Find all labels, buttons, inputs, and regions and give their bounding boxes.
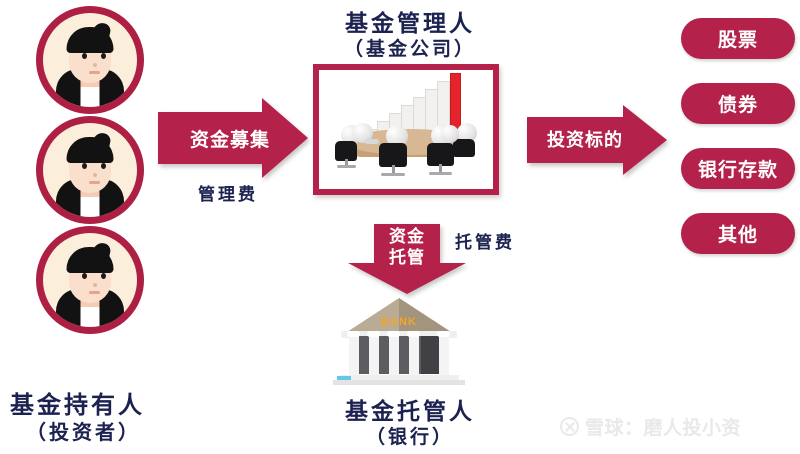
avatar-eye-right: [101, 53, 106, 59]
bank-column: [409, 334, 419, 376]
custody-fee-label: 托管费: [455, 233, 515, 252]
bank-capital: [437, 331, 450, 337]
avatar-nose: [93, 173, 97, 177]
bank-capital: [387, 331, 400, 337]
avatar-eye-left: [82, 53, 87, 59]
target-pill-deposits[interactable]: 银行存款: [681, 148, 795, 189]
target-pill-label: 债券: [717, 95, 758, 116]
bank-column: [439, 334, 449, 376]
fund-custodian-subtitle: （银行）: [365, 427, 454, 448]
bank-capital: [347, 331, 360, 337]
avatar-mouth: [89, 181, 100, 184]
fund-custody-label: 资金 托管: [348, 226, 466, 268]
bank-sign-text: BANK: [381, 316, 417, 328]
bank-capital: [367, 331, 380, 337]
fund-manager-photo-frame: [313, 64, 499, 195]
target-pill-others[interactable]: 其他: [681, 213, 795, 254]
fund-raising-arrow: [158, 98, 308, 178]
meeting-person: [375, 125, 415, 181]
meeting-person: [333, 125, 367, 171]
avatar-nose: [93, 63, 97, 67]
arrow-shaft: [374, 224, 440, 264]
investor-avatar: [36, 116, 144, 224]
fund-custody-arrow: 资金 托管: [348, 224, 466, 294]
avatar-eye-right: [101, 273, 106, 279]
investor-avatar: [36, 6, 144, 114]
fund-holder-subtitle: （投资者）: [26, 422, 141, 444]
investor-avatar: [36, 226, 144, 334]
investment-target-label: 投资标的: [547, 130, 623, 150]
target-pill-label: 银行存款: [697, 160, 778, 181]
avatar-nose: [93, 283, 97, 287]
watermark: 雪球：磨人投小资: [560, 413, 741, 440]
fund-manager-title: 基金管理人: [345, 10, 475, 36]
watermark-text: 雪球：磨人投小资: [585, 418, 742, 439]
fund-holder-title: 基金持有人: [10, 392, 145, 419]
fund-custody-label-line1: 资金: [389, 227, 425, 246]
bank-icon: BANK: [333, 298, 465, 386]
avatar-mouth: [89, 291, 100, 294]
meeting-person: [453, 123, 487, 167]
management-fee-label: 管理费: [198, 185, 258, 204]
arrow-head: [348, 263, 466, 294]
bank-accent: [337, 376, 351, 380]
fund-raising-label: 资金募集: [189, 130, 270, 151]
meeting-person: [347, 123, 379, 163]
avatar-eye-right: [101, 163, 106, 169]
boardroom-illustration: [319, 70, 493, 189]
bank-column: [349, 334, 359, 376]
investment-target-arrow: [527, 105, 667, 175]
avatar-eye-left: [82, 163, 87, 169]
avatar-eye-left: [82, 273, 87, 279]
avatar-mouth: [89, 71, 100, 74]
target-pill-bonds[interactable]: 债券: [681, 83, 795, 124]
bank-plinth: [333, 380, 465, 385]
fund-custody-label-line2: 托管: [389, 248, 425, 267]
bank-base: [339, 375, 459, 381]
bank-column: [389, 334, 399, 376]
target-pill-label: 其他: [717, 225, 758, 246]
xueqiu-logo-icon: [560, 417, 579, 436]
avatar-hair: [66, 27, 114, 53]
bank-capital: [407, 331, 420, 337]
target-pill-stocks[interactable]: 股票: [681, 18, 795, 59]
meeting-person: [439, 125, 465, 161]
fund-custodian-title: 基金托管人: [345, 398, 475, 424]
target-pill-label: 股票: [717, 30, 758, 51]
fund-manager-subtitle: （基金公司）: [343, 39, 476, 60]
bank-column: [369, 334, 379, 376]
bank-roof-shadow: [399, 298, 451, 332]
avatar-hair: [66, 247, 114, 273]
avatar-hair: [66, 137, 114, 163]
